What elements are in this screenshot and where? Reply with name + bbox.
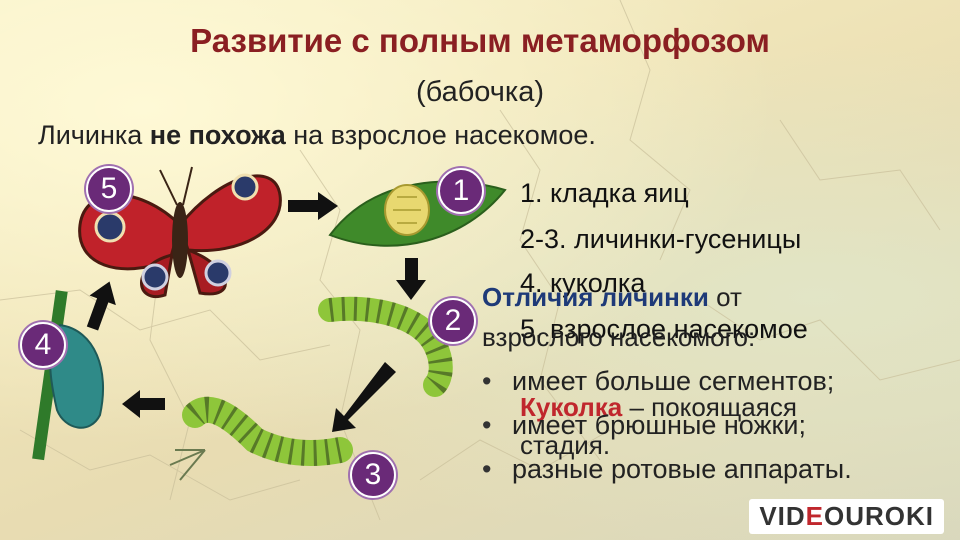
stage-badge-4: 4: [20, 322, 66, 368]
stage-item-4: 5. взрослое насекомое: [520, 314, 808, 344]
intro-bold: не похожа: [149, 120, 286, 150]
difference-text-3: разные ротовые аппараты.: [512, 454, 852, 484]
stage-badge-1: 1: [438, 168, 484, 214]
page-subtitle: (бабочка): [415, 76, 545, 108]
differences-title: Отличия личинки от: [482, 282, 742, 313]
difference-item-2: •имеет брюшные ножки;: [482, 410, 806, 440]
stage-item-3: 4. куколка: [520, 268, 646, 298]
differences-title-line2: взрослого насекомого:: [482, 322, 756, 352]
pupa-note: Куколка – покоящаяся: [520, 392, 797, 423]
difference-text-2: имеет брюшные ножки;: [512, 410, 806, 440]
intro-after: на взрослое насекомое.: [285, 120, 596, 150]
pupa-note-highlight: Куколка: [520, 392, 623, 422]
caterpillar-image-2: [169, 396, 353, 481]
stage-item-1: 1. кладка яиц: [520, 178, 689, 208]
differences-title-rest: от: [708, 282, 742, 312]
difference-item-1: •имеет больше сегментов;: [482, 366, 835, 396]
stage-badge-2: 2: [430, 298, 476, 344]
stage-item-2: 2-3. личинки-гусеницы: [520, 224, 802, 254]
cycle-arrows: [86, 192, 426, 432]
intro-before: Личинка: [38, 120, 150, 150]
stage-badge-3: 3: [350, 452, 396, 498]
pupa-note-line2: стадия.: [520, 430, 611, 460]
intro-text: Личинка не похожа на взрослое насекомое.: [38, 120, 596, 151]
page-title: Развитие с полным метаморфозом: [190, 22, 770, 59]
pupa-note-text: – покоящаяся: [622, 392, 797, 422]
difference-item-3: •разные ротовые аппараты.: [482, 454, 852, 484]
butterfly-image: [78, 166, 282, 299]
stage-badge-5: 5: [86, 166, 132, 212]
videouroki-logo: VIDEOUROKI: [749, 499, 944, 534]
difference-text-1: имеет больше сегментов;: [512, 366, 835, 396]
differences-title-bold: Отличия личинки: [482, 282, 709, 312]
caterpillar-image: [318, 296, 453, 397]
